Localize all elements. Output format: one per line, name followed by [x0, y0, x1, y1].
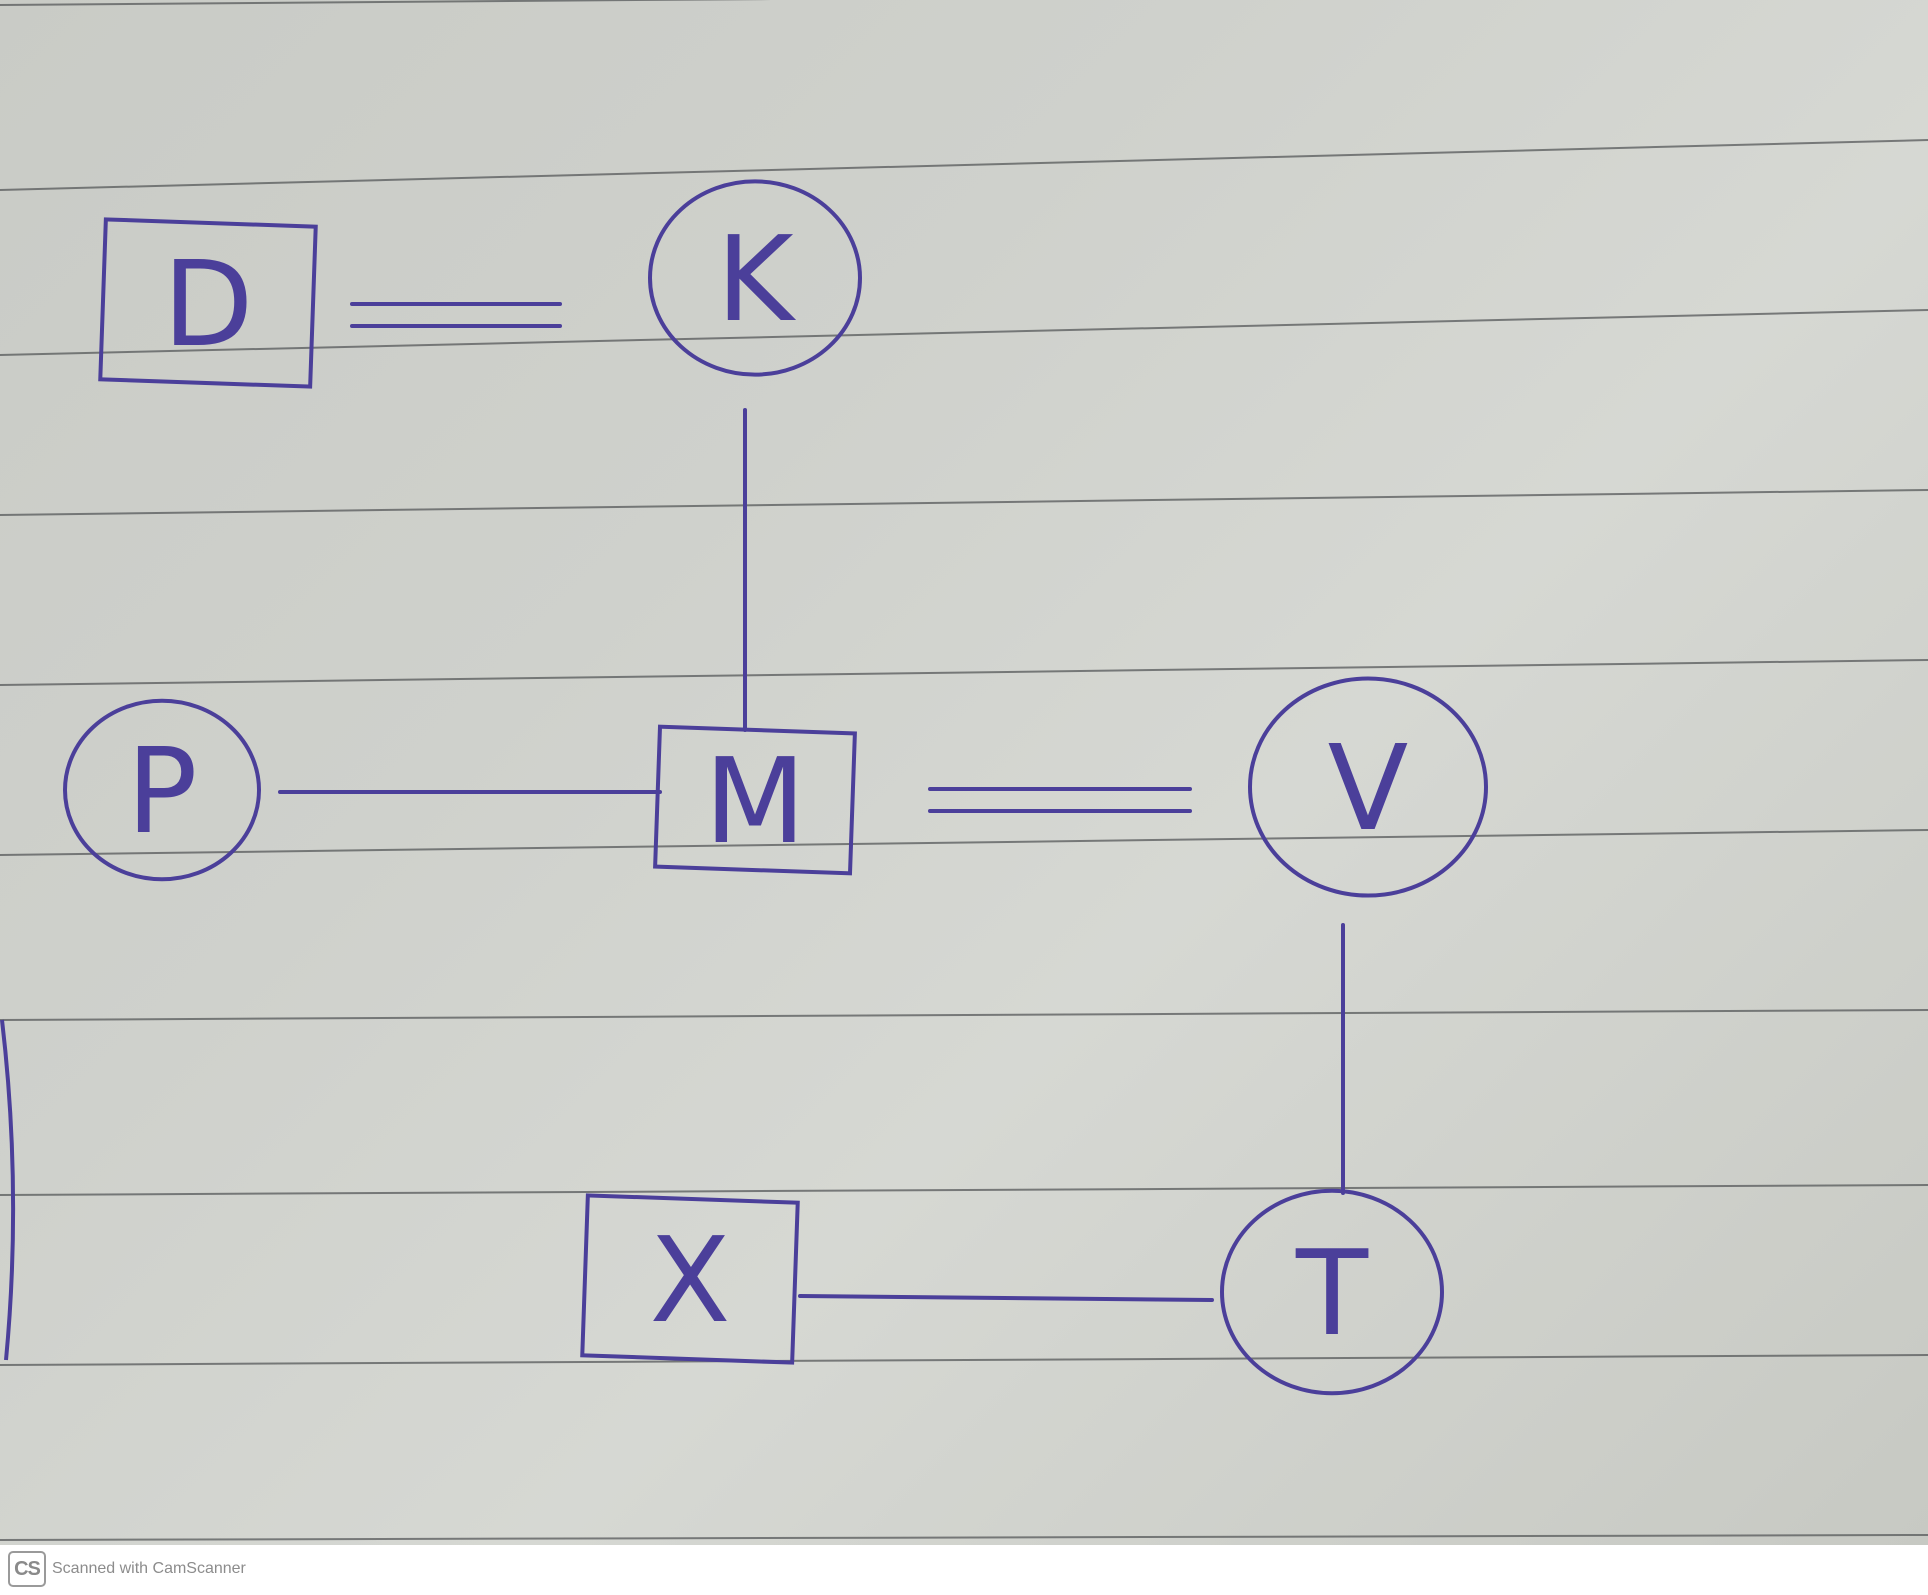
node-d-label: D: [163, 235, 254, 373]
node-x: X: [580, 1193, 800, 1365]
node-m: M: [653, 724, 857, 876]
ruled-line: [0, 659, 1928, 686]
ruled-line: [0, 1009, 1928, 1021]
node-m-square: [653, 724, 857, 876]
ruled-line: [0, 0, 772, 6]
ruled-line: [0, 829, 1928, 856]
scanner-footer: CS Scanned with CamScanner: [0, 1545, 1928, 1595]
node-p-circle: [63, 698, 261, 882]
node-p: P: [63, 698, 261, 882]
scanner-watermark-text: Scanned with CamScanner: [52, 1560, 246, 1577]
node-v: V: [1248, 676, 1488, 898]
ruled-line: [0, 1354, 1928, 1366]
node-k-circle: [648, 179, 862, 377]
node-x-label: X: [650, 1211, 731, 1349]
node-v-label: V: [1328, 719, 1409, 857]
ruled-line: [0, 139, 1928, 191]
notebook-paper: D K P M V X T: [0, 0, 1928, 1545]
node-d-square: [98, 217, 318, 389]
node-t: T: [1220, 1188, 1444, 1396]
node-v-circle: [1248, 676, 1488, 898]
node-k-label: K: [716, 210, 796, 348]
node-p-label: P: [126, 722, 197, 860]
ruled-lines: [0, 0, 1928, 1541]
ruled-line: [0, 1534, 1928, 1541]
edge-x-t: [798, 1294, 1214, 1302]
node-m-label: M: [704, 732, 806, 870]
ruled-line: [0, 1184, 1928, 1196]
camscanner-logo-icon: CS: [8, 1551, 46, 1587]
node-t-label: T: [1295, 1224, 1369, 1362]
diagram-canvas: D K P M V X T: [0, 0, 1928, 1541]
node-d: D: [98, 217, 318, 389]
diagram-nodes: D K P M V X T: [63, 179, 1488, 1396]
node-k: K: [648, 179, 862, 377]
ruled-line: [0, 309, 1928, 356]
margin-curve: [0, 1019, 16, 1361]
node-t-circle: [1220, 1188, 1444, 1396]
node-x-square: [580, 1193, 800, 1365]
diagram-edges: [278, 302, 1345, 1302]
ruled-line: [0, 489, 1928, 516]
